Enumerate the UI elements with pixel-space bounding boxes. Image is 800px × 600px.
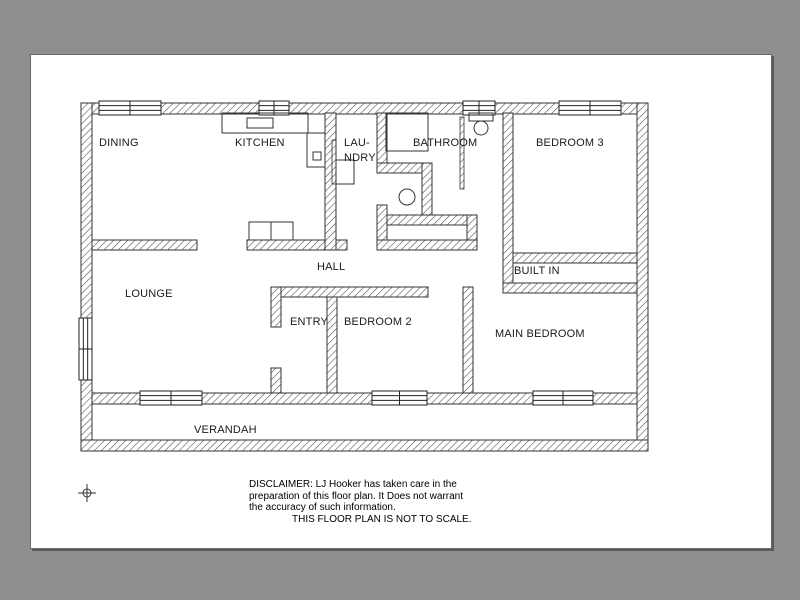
toilet-bowl bbox=[473, 120, 489, 136]
wall-segment bbox=[502, 112, 514, 294]
vanity bbox=[385, 112, 429, 152]
not-to-scale-notice: THIS FLOOR PLAN IS NOT TO SCALE. bbox=[292, 513, 472, 525]
window bbox=[532, 390, 594, 406]
room-label-lounge: LOUNGE bbox=[125, 288, 173, 300]
window bbox=[139, 390, 203, 406]
window bbox=[98, 100, 162, 116]
wall-segment bbox=[270, 286, 282, 328]
room-label-laundry-1: LAU- bbox=[344, 137, 370, 149]
wall-segment bbox=[386, 214, 478, 226]
room-label-built-in: BUILT IN bbox=[514, 265, 560, 277]
window bbox=[558, 100, 622, 116]
basin bbox=[398, 188, 416, 206]
wall-segment bbox=[270, 286, 429, 298]
room-label-main-bedroom: MAIN BEDROOM bbox=[495, 328, 585, 340]
kitchen-bench bbox=[221, 112, 309, 134]
room-label-entry: ENTRY bbox=[290, 316, 329, 328]
shower-screen bbox=[459, 116, 465, 190]
room-label-bedroom-2: BEDROOM 2 bbox=[344, 316, 412, 328]
walls-group bbox=[80, 102, 649, 452]
wall-segment bbox=[324, 112, 337, 251]
room-label-dining: DINING bbox=[99, 137, 139, 149]
room-label-kitchen: KITCHEN bbox=[235, 137, 285, 149]
wall-segment bbox=[270, 367, 282, 394]
wall-segment bbox=[91, 239, 198, 251]
wall-segment bbox=[502, 282, 638, 294]
window bbox=[371, 390, 428, 406]
room-label-laundry-2: NDRY bbox=[344, 152, 376, 164]
room-label-bedroom-3: BEDROOM 3 bbox=[536, 137, 604, 149]
wall-segment bbox=[80, 439, 649, 452]
fixtures-group bbox=[221, 112, 494, 241]
wall-segment bbox=[462, 286, 474, 394]
stove bbox=[312, 151, 322, 161]
windows-group bbox=[78, 100, 622, 406]
disclaimer-line-2: preparation of this floor plan. It Does … bbox=[249, 490, 464, 502]
wall-segment bbox=[80, 102, 93, 452]
crosshair-icon bbox=[78, 484, 96, 502]
disclaimer-line-3: the accuracy of such information. bbox=[249, 502, 396, 513]
kitchen-side-bench bbox=[306, 132, 326, 168]
window bbox=[78, 317, 93, 381]
wall-segment bbox=[636, 102, 649, 452]
room-label-verandah: VERANDAH bbox=[194, 424, 257, 436]
wall-segment bbox=[326, 296, 338, 394]
disclaimer-text: DISCLAIMER: LJ Hooker has taken care in … bbox=[249, 479, 519, 525]
wall-segment bbox=[376, 239, 478, 251]
window bbox=[462, 100, 496, 116]
wall-segment bbox=[512, 252, 638, 264]
wall-segment bbox=[91, 392, 638, 405]
wall-segment bbox=[246, 239, 348, 251]
kitchen-sink bbox=[246, 117, 274, 129]
laundry-door-jamb bbox=[331, 139, 337, 185]
wall-segment bbox=[421, 162, 433, 216]
room-label-bathroom: BATHROOM bbox=[413, 137, 478, 149]
disclaimer-line-1: DISCLAIMER: LJ Hooker has taken care in … bbox=[249, 479, 457, 490]
window bbox=[258, 100, 290, 116]
room-label-hall: HALL bbox=[317, 261, 346, 273]
